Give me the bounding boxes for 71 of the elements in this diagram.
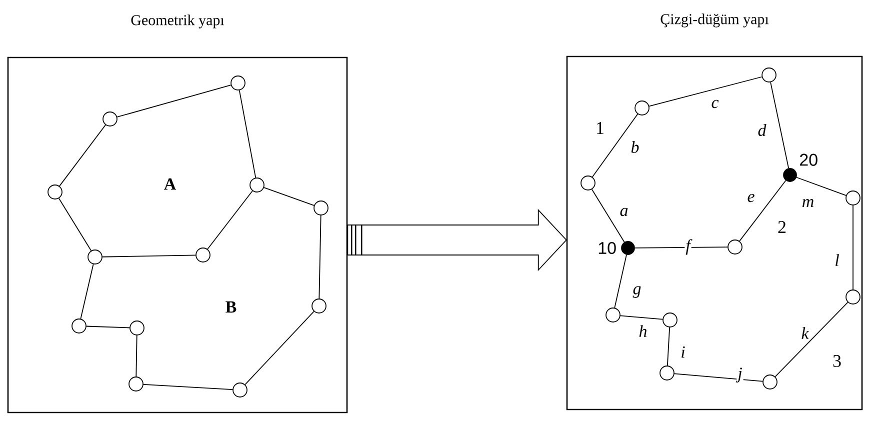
edge-label: b bbox=[630, 140, 640, 154]
line bbox=[739, 180, 786, 242]
edge-label: l bbox=[834, 253, 840, 267]
line bbox=[666, 327, 670, 366]
vertex-circle bbox=[606, 308, 620, 322]
line bbox=[318, 215, 322, 299]
edge-label: e bbox=[746, 192, 756, 204]
edge-label: c bbox=[710, 98, 720, 110]
line bbox=[674, 373, 764, 382]
line bbox=[58, 198, 92, 252]
line bbox=[796, 176, 846, 196]
line bbox=[648, 76, 762, 107]
edge-label: h bbox=[638, 324, 648, 338]
edge-label: j bbox=[736, 366, 744, 384]
line bbox=[774, 302, 848, 378]
edge-label: d bbox=[756, 123, 768, 137]
vertex-circle bbox=[662, 312, 678, 328]
node-label: 20 bbox=[800, 154, 818, 166]
line bbox=[207, 190, 253, 250]
vertex-circle bbox=[634, 100, 650, 116]
vertex-circle bbox=[762, 68, 776, 82]
edge-label: i bbox=[680, 345, 686, 359]
region-letter: A bbox=[164, 178, 176, 190]
edge-label: f bbox=[684, 238, 692, 256]
vertex-circle bbox=[312, 298, 326, 314]
vertex-circle bbox=[72, 318, 86, 334]
line bbox=[614, 254, 627, 308]
line bbox=[592, 114, 638, 178]
vertex-circle bbox=[314, 200, 328, 216]
vertex-circle bbox=[660, 366, 674, 380]
edge-label: g bbox=[632, 285, 642, 299]
region-number: 2 bbox=[778, 221, 786, 233]
line bbox=[136, 335, 138, 377]
vertex-circle bbox=[580, 176, 596, 190]
vertex-circle bbox=[48, 184, 62, 200]
vertex-circle bbox=[846, 190, 860, 206]
line bbox=[244, 310, 314, 386]
edge-label: k bbox=[800, 326, 810, 340]
line bbox=[116, 84, 232, 118]
vertex-circle bbox=[88, 250, 102, 264]
vertex-circle bbox=[196, 248, 210, 262]
region-letter: B bbox=[226, 301, 236, 313]
line bbox=[80, 264, 94, 320]
edge-label: m bbox=[800, 198, 816, 208]
node-label: Geometrik yapı bbox=[131, 14, 224, 28]
line bbox=[59, 124, 106, 186]
line bbox=[102, 254, 196, 258]
node-label: 10 bbox=[598, 242, 616, 254]
line bbox=[143, 384, 234, 390]
line bbox=[620, 315, 664, 320]
line bbox=[591, 188, 625, 243]
vertex-circle bbox=[128, 376, 144, 392]
node-label: Çizgi-düğüm yapı bbox=[660, 14, 769, 28]
vertex-circle bbox=[130, 320, 144, 336]
line bbox=[86, 326, 130, 328]
vertex-circle bbox=[230, 76, 246, 90]
line bbox=[238, 90, 256, 178]
block-arrow bbox=[347, 208, 567, 272]
line bbox=[852, 205, 854, 290]
line bbox=[770, 82, 790, 169]
region-number: 3 bbox=[833, 354, 841, 368]
vertex-circle bbox=[762, 374, 778, 390]
line bbox=[264, 187, 314, 206]
vertex-circle bbox=[728, 240, 742, 254]
vertex-circle bbox=[232, 382, 248, 398]
region-number: 1 bbox=[597, 122, 604, 134]
vertex-circle bbox=[250, 178, 264, 192]
line bbox=[634, 246, 728, 248]
vertex-circle bbox=[102, 112, 118, 126]
edge-label: a bbox=[618, 206, 630, 218]
vertex-circle bbox=[846, 290, 860, 304]
